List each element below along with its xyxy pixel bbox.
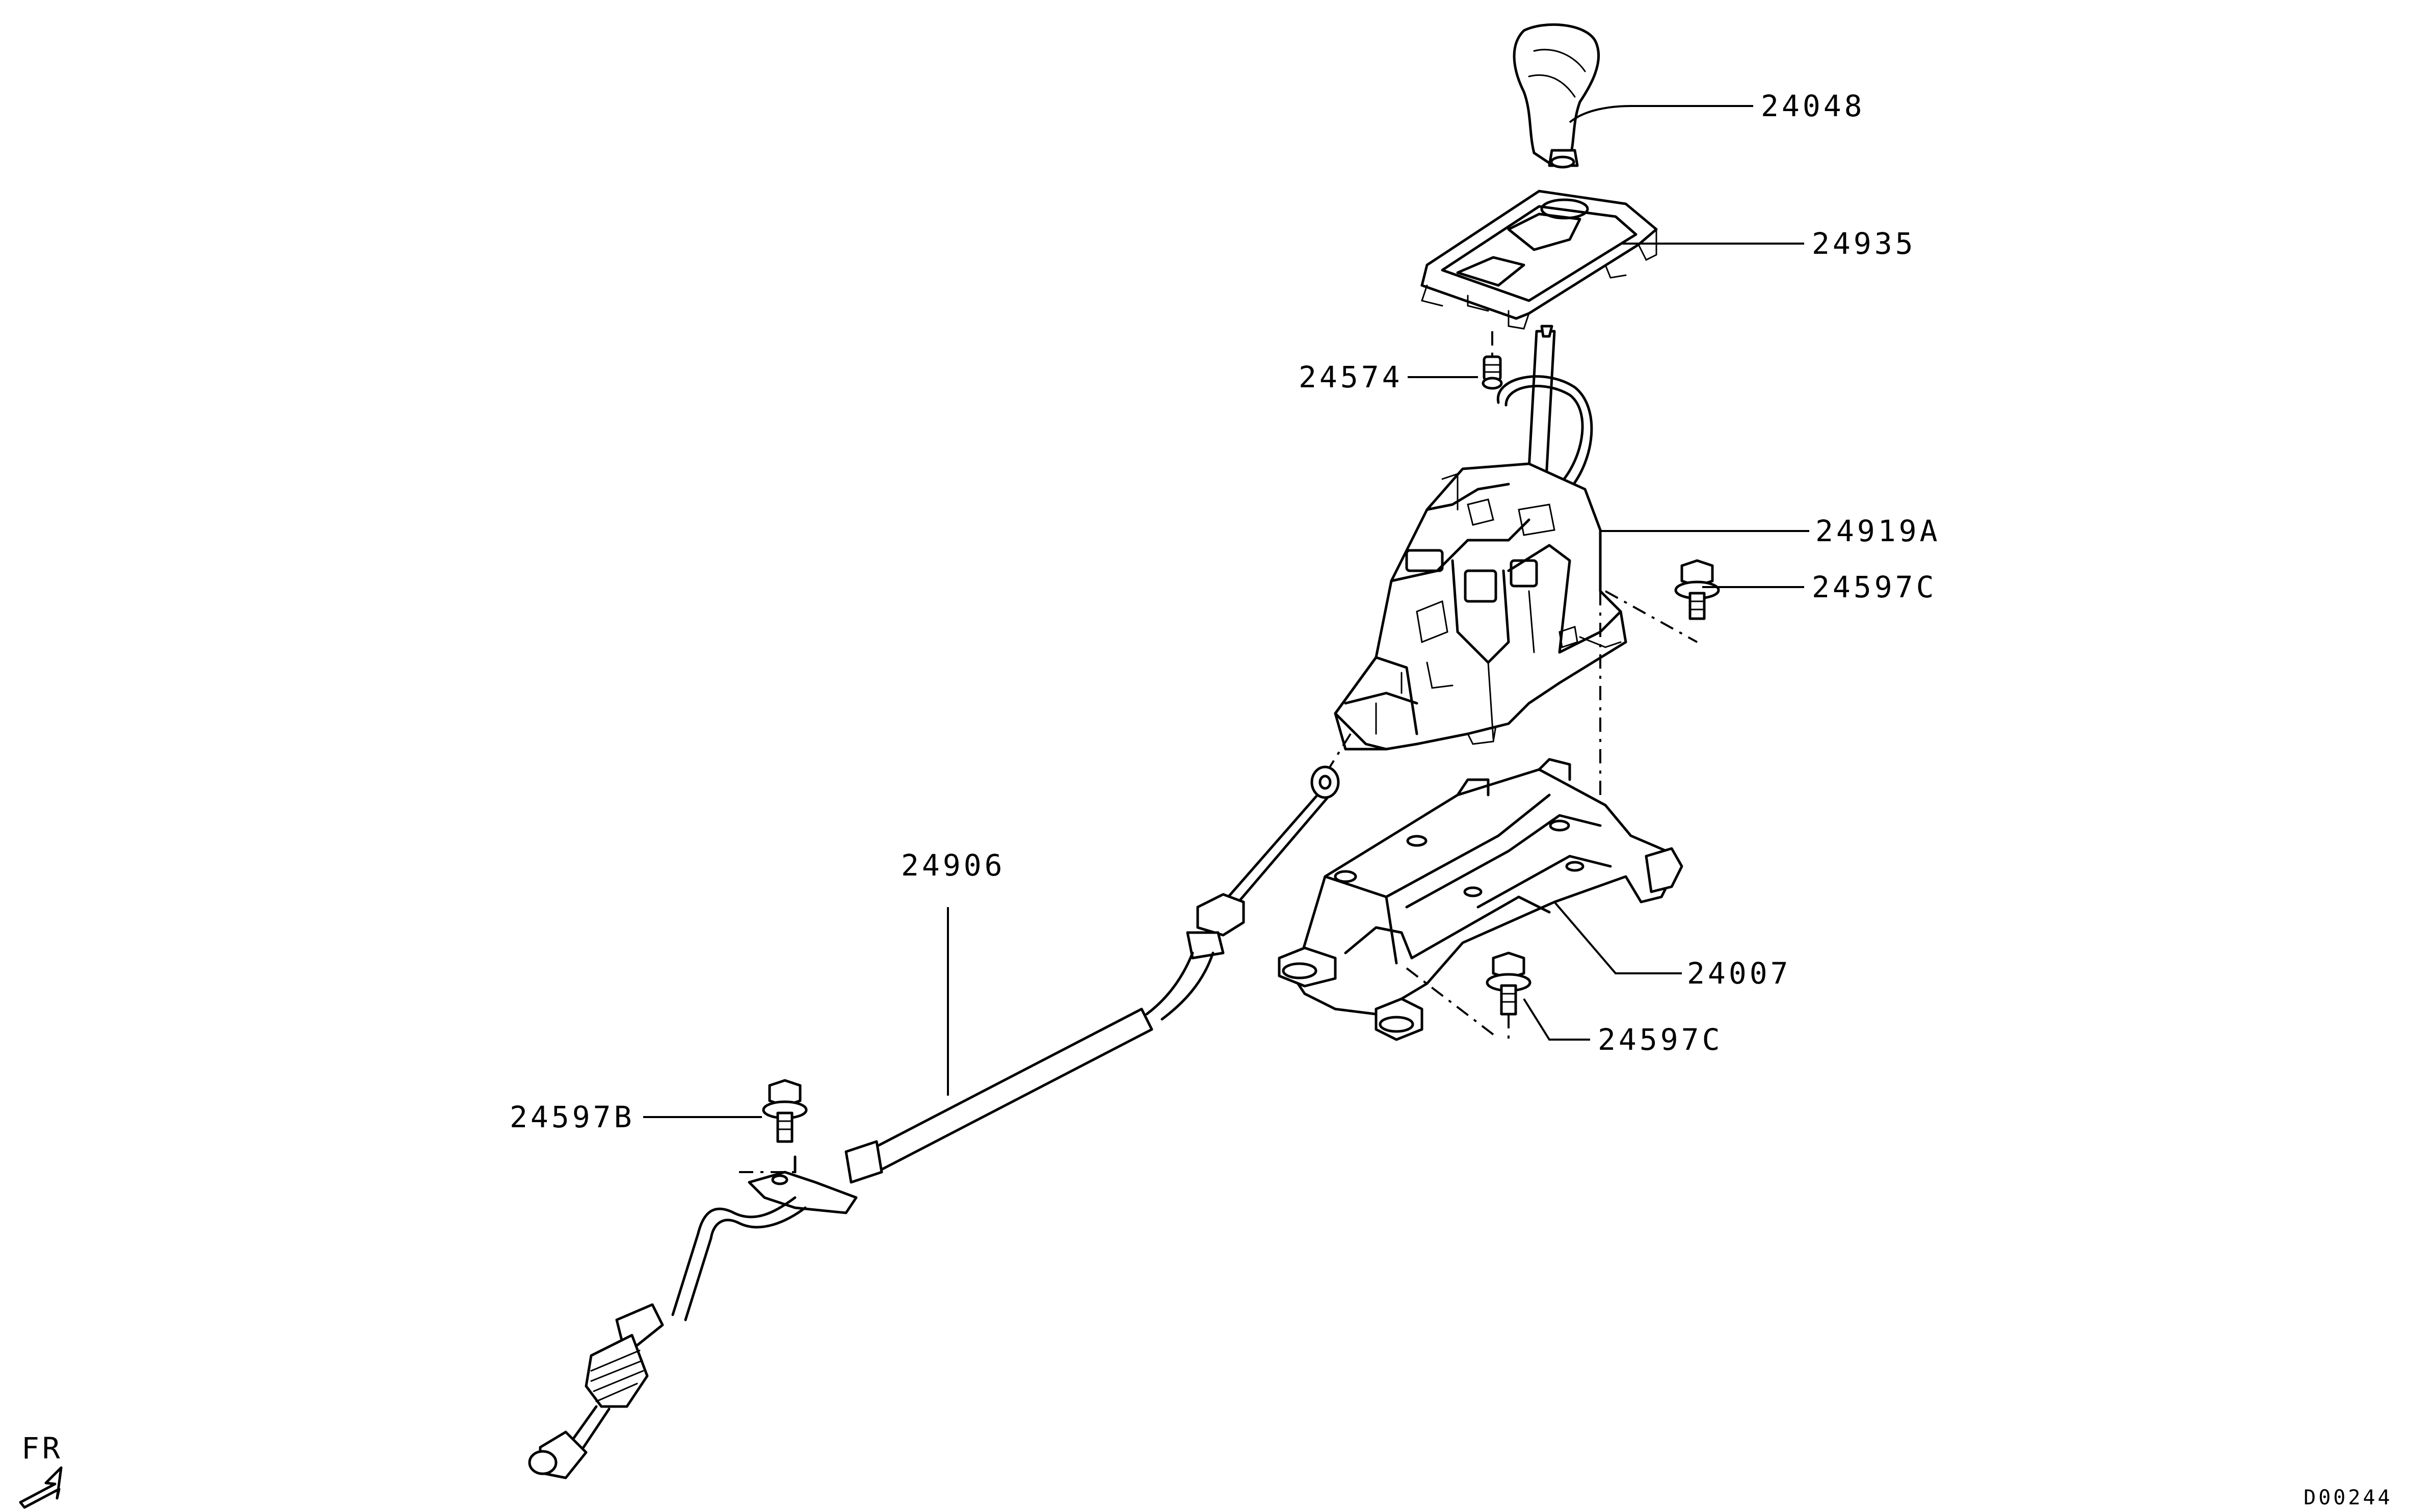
- leader-lines: [643, 105, 1809, 1118]
- callout-24048: 24048: [1761, 89, 1865, 123]
- screw-top-part: [1482, 331, 1503, 390]
- front-direction-arrow-icon: [19, 1466, 63, 1509]
- callout-labels: 24048 24935 24574 24919A 24597C 24906 24…: [510, 89, 1941, 1134]
- callout-24919a: 24919A: [1815, 514, 1941, 548]
- diagram-code: D00244: [2304, 1486, 2393, 1509]
- shift-knob-part: [1513, 23, 1600, 169]
- front-direction-indicator: FR: [19, 1431, 63, 1509]
- callout-24597c-right: 24597C: [1812, 570, 1937, 604]
- bolt-right-part: [1599, 559, 1720, 826]
- shift-cable-part: [528, 733, 1352, 1479]
- callout-24935: 24935: [1812, 226, 1916, 261]
- callout-24574: 24574: [1299, 360, 1403, 394]
- bolt-left-part: [762, 1079, 808, 1143]
- callout-24007: 24007: [1687, 956, 1791, 991]
- direction-label: FR: [21, 1431, 63, 1466]
- callout-24597b: 24597B: [510, 1100, 635, 1134]
- callout-24906: 24906: [901, 848, 1006, 883]
- lever-assembly-part: [1334, 325, 1627, 751]
- bracket-part: [1278, 758, 1683, 1041]
- callout-24597c-lower: 24597C: [1598, 1022, 1723, 1057]
- bolt-lower-part: [1486, 951, 1531, 1045]
- indicator-panel-part: [1420, 190, 1658, 330]
